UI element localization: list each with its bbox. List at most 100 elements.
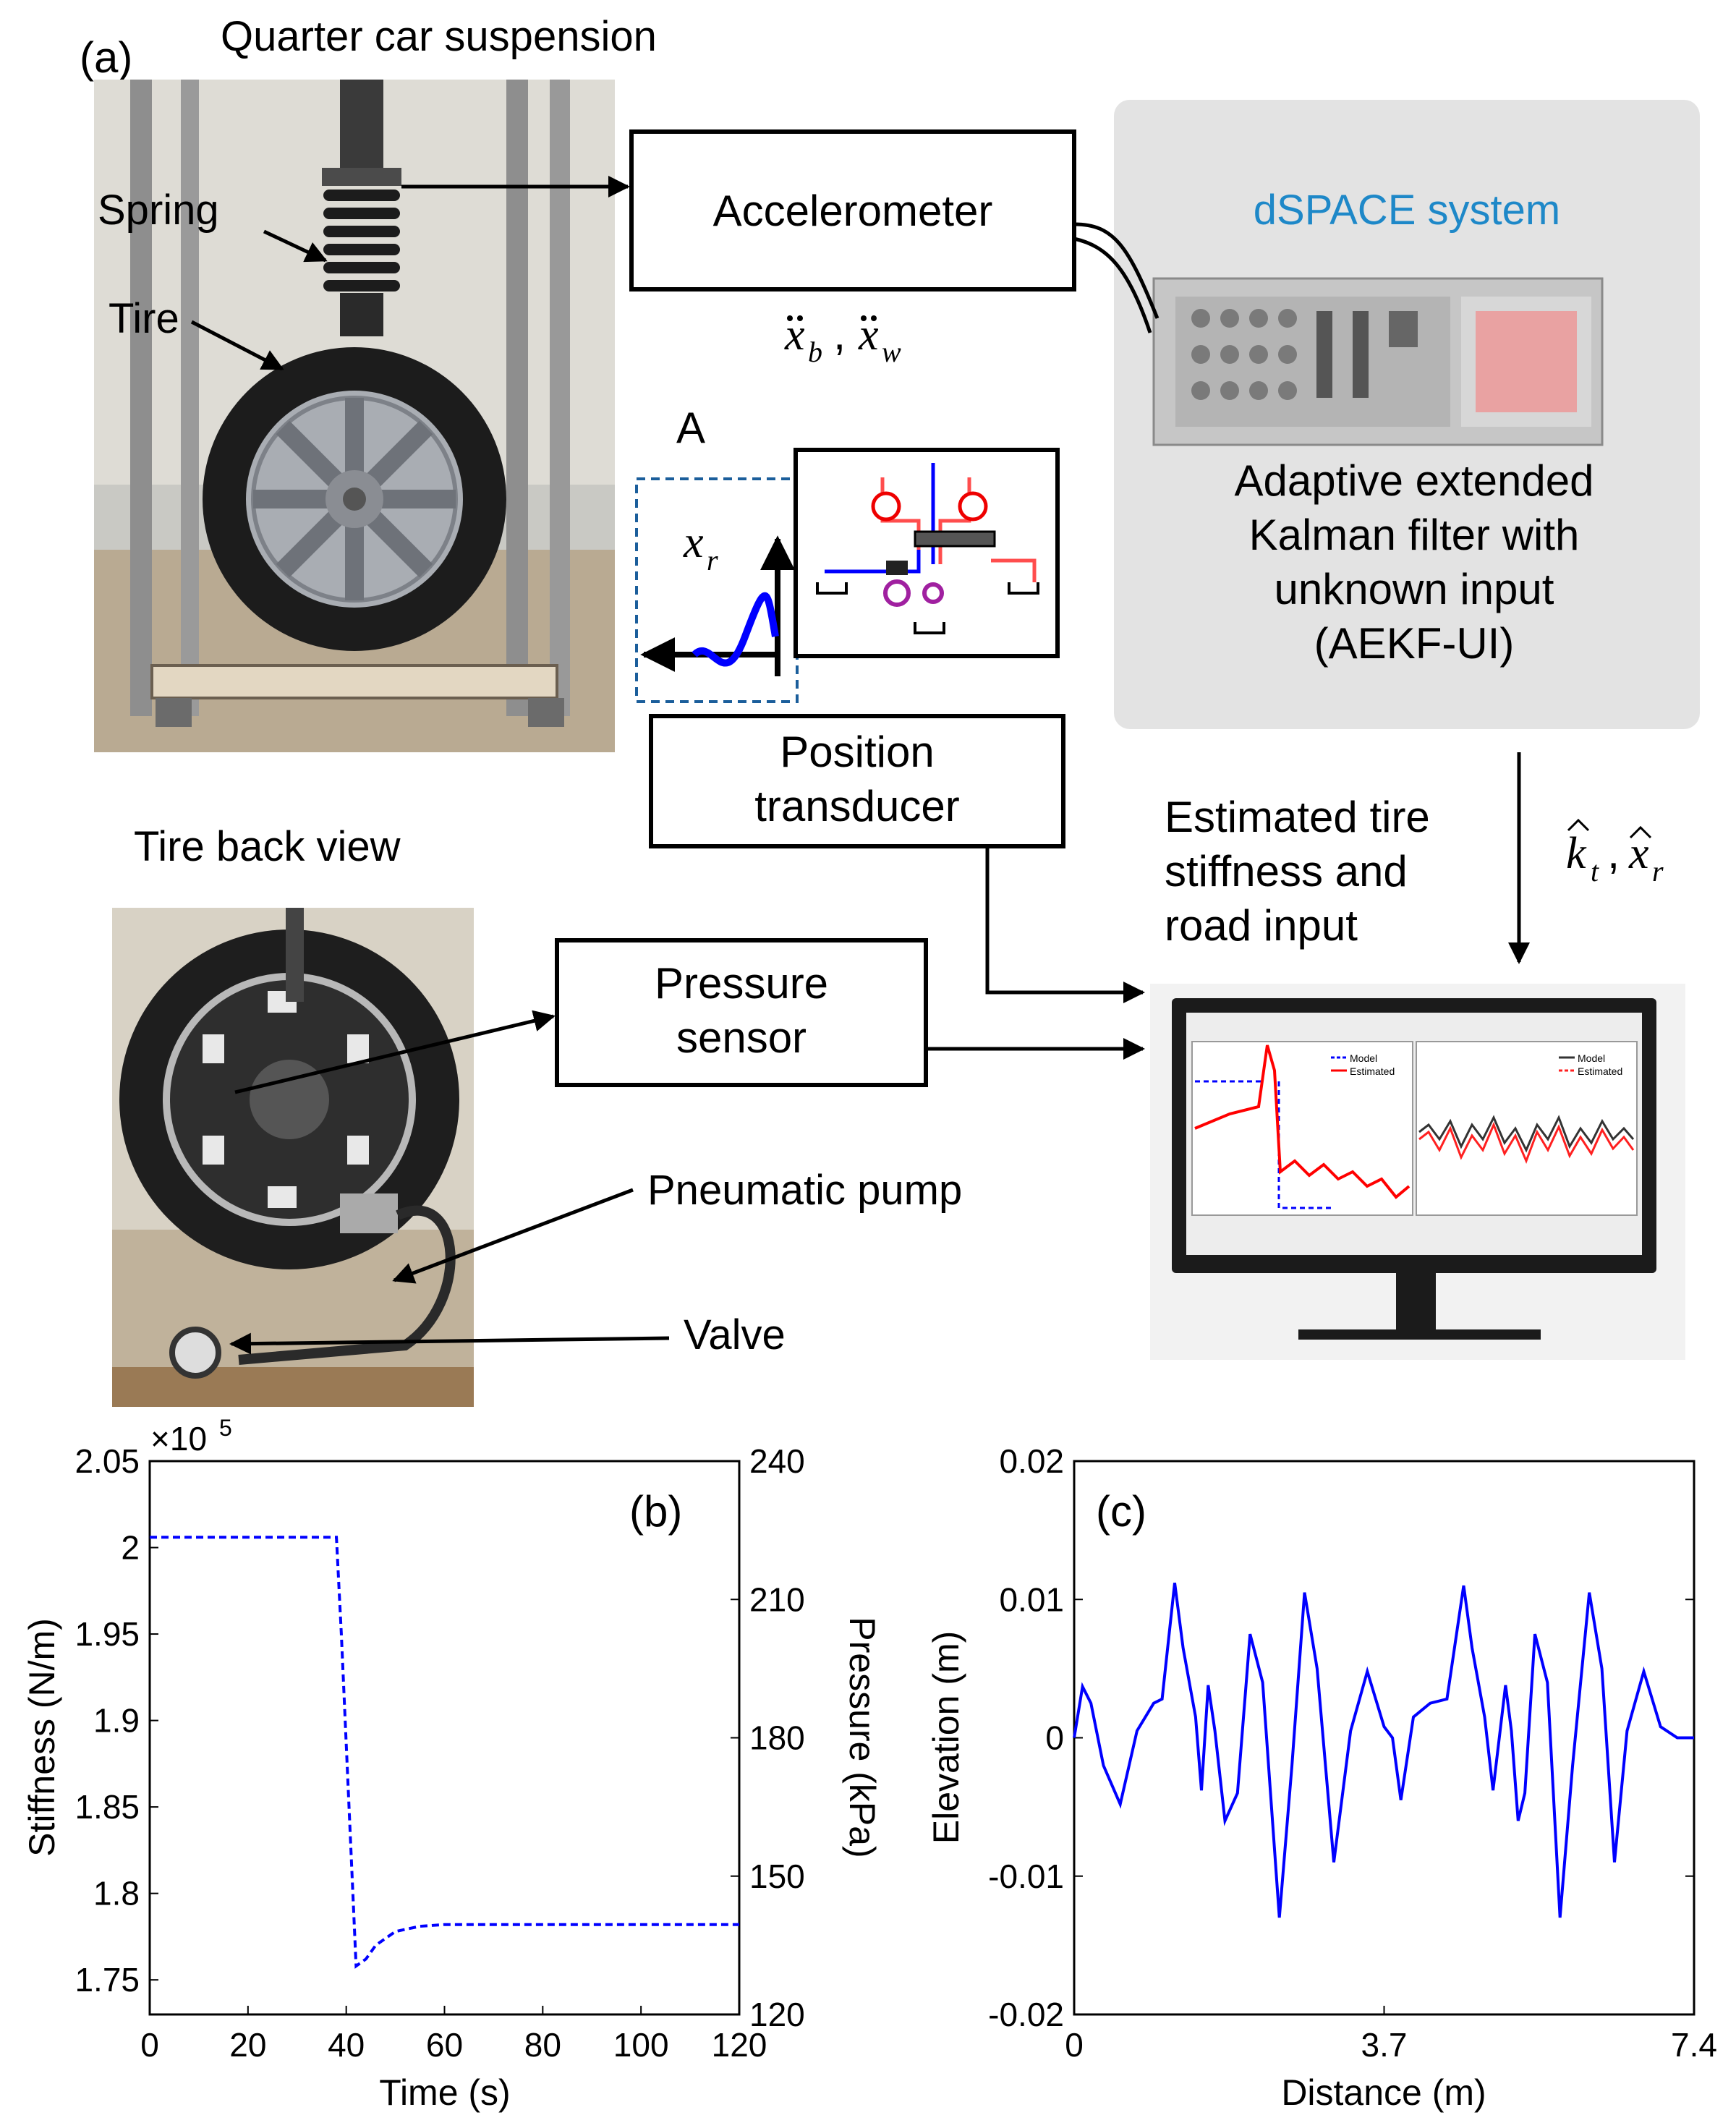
position-line-2: transducer (754, 782, 959, 830)
chart-b-ytick-label: 1.9 (93, 1702, 140, 1740)
panel-a: (a) Quarter car suspension Spring (80, 13, 1700, 1407)
chart-c-ytick-label: -0.01 (988, 1857, 1064, 1895)
dspace-hardware-photo (1152, 277, 1604, 446)
svg-text:Estimated: Estimated (1350, 1065, 1395, 1077)
svg-text:Kalman filter with: Kalman filter with (1249, 511, 1580, 559)
chart-b-xtick-label: 40 (328, 2026, 365, 2064)
svg-text:t: t (1591, 855, 1599, 888)
svg-text:stiffness and: stiffness and (1165, 847, 1408, 895)
chart-b-exponent: ×10 5 (150, 1415, 232, 1457)
position-transducer-box (649, 714, 1065, 848)
chart-c-series-line (1073, 1583, 1694, 1918)
chart-b-frame (148, 1460, 741, 2016)
chart-b-xtick-label: 80 (524, 2026, 561, 2064)
svg-text:k: k (1566, 829, 1587, 878)
tire-arrow (190, 320, 284, 371)
hydraulic-schematic-box (793, 448, 1060, 658)
chart-c-xtick-label: 3.7 (1361, 2026, 1408, 2064)
svg-text:unknown input: unknown input (1275, 565, 1554, 613)
svg-text:r: r (1652, 855, 1664, 888)
estimated-text: Estimated tire stiffness and road input (1165, 793, 1430, 950)
chart-b-xtick-label: 0 (140, 2026, 159, 2064)
accelerometer-label: Accelerometer (713, 187, 993, 235)
road-input-dashed-box (635, 477, 799, 703)
chart-c-frame (1073, 1460, 1695, 2016)
inset-a-label: A (676, 404, 705, 452)
pump-arrow (392, 1188, 634, 1284)
chart-b-y2tick-label: 210 (749, 1580, 805, 1618)
spring-label: Spring (98, 187, 219, 234)
pump-label: Pneumatic pump (647, 1167, 962, 1214)
svg-text:Model: Model (1350, 1052, 1377, 1064)
chart-b-ytick-label: 1.75 (75, 1961, 140, 1999)
svg-text:,: , (1607, 828, 1620, 878)
chart-b-y2tick-label: 150 (749, 1857, 805, 1895)
chart-c: 0 3.7 7.4 -0.02 -0.01 0 0.01 0.02 (c) Distance… (926, 1442, 1717, 2113)
monitor-icon (1150, 984, 1685, 1360)
svg-text:Model: Model (1578, 1052, 1605, 1064)
svg-text:b: b (808, 336, 822, 368)
chart-c-panel-label: (c) (1096, 1487, 1146, 1536)
svg-text:,: , (833, 310, 846, 359)
road-input-label: x r (683, 518, 718, 576)
svg-text:r: r (707, 544, 718, 576)
quarter-car-photo (94, 80, 615, 752)
position-to-monitor-arrow (985, 846, 1145, 1003)
chart-c-xlabel: Distance (m) (1281, 2072, 1486, 2113)
monitor-legend-left: Model Estimated (1331, 1052, 1395, 1077)
hydraulic-schematic-icon (816, 463, 1039, 634)
chart-b-ytick-label: 2 (121, 1529, 140, 1567)
chart-c-ytick-label: 0.01 (999, 1580, 1064, 1618)
chart-b-xtick-label: 100 (613, 2026, 669, 2064)
monitor-legend-right: Model Estimated (1559, 1052, 1622, 1077)
chart-b-panel-label: (b) (629, 1487, 682, 1536)
chart-b-ytick-label: 2.05 (75, 1442, 140, 1480)
panel-a-label: (a) (80, 33, 132, 82)
tire-label: Tire (109, 295, 179, 342)
chart-c-xtick-label: 0 (1065, 2026, 1084, 2064)
svg-text:w: w (882, 336, 901, 368)
valve-arrow (229, 1332, 670, 1355)
estimate-symbols: k t , x r (1566, 818, 1664, 888)
svg-text:×10: ×10 (150, 1420, 207, 1457)
svg-text:x: x (683, 518, 704, 567)
accelerometer-cable-2 (1073, 237, 1152, 333)
position-line-1: Position (780, 728, 934, 776)
pressure-sensor-arrow-in (234, 1010, 556, 1094)
photo-top-title: Quarter car suspension (221, 13, 657, 60)
chart-b-ytick-label: 1.85 (75, 1788, 140, 1826)
chart-b-xtick-label: 60 (426, 2026, 463, 2064)
accelerometer-box (629, 129, 1076, 291)
svg-text:(AEKF-UI): (AEKF-UI) (1314, 619, 1515, 668)
tire-back-photo (112, 908, 474, 1407)
svg-text:Estimated: Estimated (1578, 1065, 1622, 1077)
filter-text: Adaptive extended Kalman filter with unk… (1234, 456, 1594, 668)
photo-back-title: Tire back view (134, 823, 401, 870)
chart-b-ylabel-right: Pressure (kPa) (842, 1617, 882, 1857)
chart-b-xtick-label: 20 (229, 2026, 266, 2064)
chart-b-y2tick-label: 120 (749, 1996, 805, 2033)
svg-text:5: 5 (219, 1415, 232, 1441)
pressure-sensor-box (555, 938, 928, 1087)
chart-b-ytick-label: 1.8 (93, 1875, 140, 1912)
chart-b-y2tick-label: 180 (749, 1719, 805, 1757)
chart-b-series-line (150, 1536, 739, 1969)
svg-text:road input: road input (1165, 901, 1358, 950)
accelerometer-cable-1 (1073, 222, 1160, 319)
chart-c-ytick-label: 0 (1045, 1719, 1064, 1757)
chart-b-xtick-label: 120 (712, 2026, 767, 2064)
svg-text:Estimated tire: Estimated tire (1165, 793, 1430, 841)
svg-text:Adaptive extended: Adaptive extended (1234, 456, 1594, 505)
chart-b-y2tick-label: 240 (749, 1442, 805, 1480)
dspace-title: dSPACE system (1254, 187, 1560, 234)
valve-label: Valve (684, 1311, 786, 1358)
chart-b-ytick-label: 1.95 (75, 1615, 140, 1653)
chart-c-ylabel: Elevation (m) (926, 1631, 966, 1844)
chart-c-ytick-label: 0.02 (999, 1442, 1064, 1480)
chart-c-xtick-label: 7.4 (1671, 2026, 1717, 2064)
chart-b-ylabel-left: Stiffness (N/m) (22, 1618, 62, 1857)
chart-c-ytick-label: -0.02 (988, 1996, 1064, 2033)
pressure-line-1: Pressure (655, 959, 828, 1008)
